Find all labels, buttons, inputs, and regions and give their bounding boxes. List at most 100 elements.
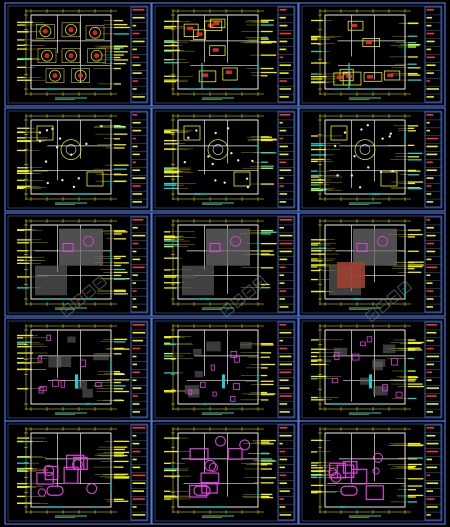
title-block-text [132, 450, 141, 453]
title-block-text [426, 153, 438, 156]
title-block-text [132, 177, 146, 179]
downlight [100, 124, 103, 128]
annotation-text [164, 79, 179, 81]
title-block-text [132, 474, 146, 477]
title-block-text [132, 258, 141, 261]
downlight [85, 142, 88, 146]
title-block-text [279, 88, 292, 90]
title-block-text [426, 56, 435, 59]
downlight [226, 127, 230, 130]
annotation-text [261, 152, 277, 154]
annotation-text [261, 75, 268, 77]
round-table [239, 439, 251, 451]
annotation-text [311, 179, 325, 181]
annotation-text [114, 385, 126, 387]
annotation-text [408, 271, 422, 273]
downlight [70, 153, 73, 156]
annotation-text [408, 181, 424, 183]
annotation-text [261, 267, 274, 269]
title-block-text [132, 490, 145, 492]
downlight [367, 166, 370, 169]
round-table [330, 472, 342, 483]
annotation-text [164, 462, 171, 465]
annotation-text [114, 371, 121, 373]
bathtub [193, 485, 211, 496]
annotation-text [261, 139, 273, 142]
annotation-text [114, 347, 125, 350]
downlight [214, 131, 217, 135]
title-block-text [132, 427, 146, 429]
annotation-text [114, 390, 129, 393]
ceiling-panel [45, 68, 65, 83]
annotation-text [261, 352, 272, 354]
annotation-text [164, 143, 179, 145]
furniture-outline [334, 352, 340, 361]
title-block-text [426, 121, 430, 124]
furniture-outline [230, 235, 242, 247]
annotation-text [114, 180, 127, 182]
ceiling-panel [71, 68, 90, 83]
title-block-text [426, 306, 433, 308]
title-block-text [279, 80, 287, 82]
annotation-text [114, 33, 130, 35]
annotation-text [164, 287, 177, 289]
title-block-text [132, 88, 137, 90]
annotation-text [17, 357, 24, 360]
title-block-text [426, 16, 433, 19]
downlight [246, 186, 250, 189]
annotation-text [408, 233, 423, 236]
ceiling-lamp [68, 53, 74, 59]
annotation-text [164, 245, 173, 248]
annotation-text [408, 339, 416, 341]
annotation-text [408, 385, 424, 388]
title-block-text [279, 306, 289, 308]
downlight [350, 174, 353, 177]
annotation-text [311, 244, 318, 246]
annotation-text [114, 127, 126, 129]
sheet-inner-frame [301, 5, 443, 104]
watermark-glyph [91, 274, 108, 291]
sheet-r5-c1 [4, 420, 152, 525]
annotation-text [164, 172, 179, 174]
annotation-text [311, 378, 318, 380]
furniture-outline [360, 341, 366, 347]
title-block-text [132, 282, 137, 284]
sheet-frame [151, 212, 299, 317]
annotation-text [408, 261, 424, 263]
ceiling-panel [210, 18, 226, 29]
annotation-text [408, 125, 419, 127]
title-block-text [279, 48, 287, 51]
annotation-text [261, 36, 269, 39]
watermark-glyph-stroke [64, 307, 71, 313]
annotation-text [164, 182, 177, 185]
title-block-text [426, 379, 432, 382]
title-block-text [279, 324, 286, 326]
annotation-text [114, 168, 127, 170]
annotation-text [311, 154, 327, 156]
watermark-glyph [80, 283, 97, 300]
title-block-text [132, 72, 142, 74]
title-block-text [426, 266, 438, 269]
downlight [51, 127, 54, 131]
annotation-text [311, 348, 327, 350]
title-block-text [279, 411, 290, 413]
furniture-outline [209, 243, 221, 252]
title-block-text [426, 474, 431, 477]
watermark-glyph [385, 288, 402, 305]
annotation-text [114, 476, 130, 478]
annotation-text [408, 478, 424, 480]
title-block-text [426, 24, 432, 27]
sheet-r2-c1 [4, 107, 152, 212]
sheet-r4-c3 [298, 317, 446, 422]
annotation-text [17, 437, 30, 439]
annotation-text [261, 374, 268, 377]
annotation-text [408, 357, 415, 360]
annotation-text [114, 293, 128, 295]
annotation-text [311, 62, 327, 64]
watermark-glyph [219, 301, 236, 318]
annotation-text [311, 278, 318, 281]
downlight [187, 136, 190, 139]
ceiling-panel [37, 48, 57, 63]
downlight [333, 144, 337, 148]
